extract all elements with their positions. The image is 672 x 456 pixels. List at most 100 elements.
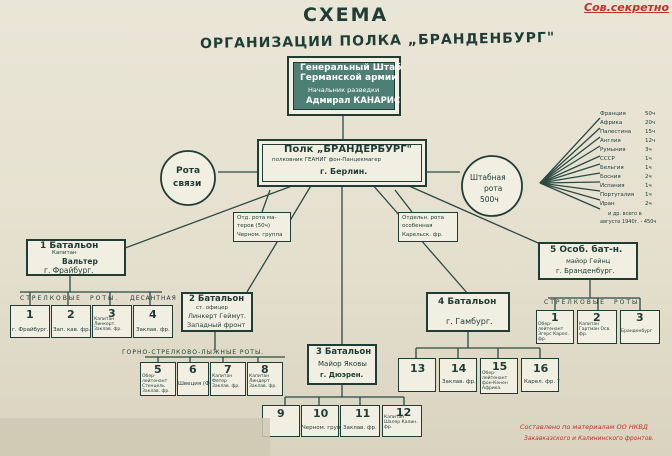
company-1-number: 1 <box>26 308 34 321</box>
battalion-2-rank: ст. офицер <box>196 305 228 311</box>
company-12-text: Капитан Шалер Калин. фр. <box>384 415 418 430</box>
battalion-5-city: г. Бранденбург. <box>556 267 615 275</box>
battalion-1-companies-label: РОТЫ. <box>90 295 120 302</box>
b5-company-2-number: 2 <box>593 311 601 324</box>
battalion-3-name: Майор Яковы <box>318 360 367 368</box>
country-row: Англия <box>600 138 621 144</box>
battalion-2-title: 2 Батальон <box>189 294 245 304</box>
general-staff-inner <box>293 62 395 110</box>
regiment-line1: Полк „БРАНДЕРБУРГ" <box>284 144 412 155</box>
battalion-5-box <box>538 242 638 280</box>
company-11-number: 11 <box>355 407 371 420</box>
company-5-number: 5 <box>154 363 162 376</box>
regiment-line3: г. Берлин. <box>320 167 368 176</box>
company-13-number: 13 <box>410 362 426 375</box>
company-8-text: Капитан Линдерт Заклав. фр. <box>249 374 277 389</box>
b5-company-3-number: 3 <box>636 311 644 324</box>
company-16-number: 16 <box>533 362 549 375</box>
company-14-box <box>439 358 477 392</box>
b5-company-3-text: Бранденбург <box>621 329 653 334</box>
line-regiment-to-battalion-5 <box>399 181 546 247</box>
source-note-line1: Составлено по материалам ОО НКВД <box>520 423 648 431</box>
company-8-box <box>247 362 283 396</box>
company-4-number: 4 <box>149 308 157 321</box>
battalion-2-box <box>181 292 253 332</box>
battalion-1-rifle-label: СТРЕЛКОВЫЕ <box>20 295 82 302</box>
staff-company-line1: Штабная <box>470 173 506 182</box>
general-staff-box <box>287 56 401 116</box>
detached-company-2-box <box>398 212 458 242</box>
battalion-5-title: 5 Особ. бат-н. <box>550 245 623 255</box>
detached-company-1-line2: теров (50ч) <box>237 223 270 229</box>
battalion-3-title: 3 Батальон <box>316 347 372 357</box>
b5-company-2-box <box>577 310 617 344</box>
company-2-box <box>51 305 91 338</box>
staff-company-circle <box>461 155 523 217</box>
b5-company-3-box <box>620 310 660 344</box>
battalion-5-companies-label: РОТЫ. <box>614 299 644 306</box>
company-3-number: 3 <box>108 307 116 320</box>
company-7-number: 7 <box>224 363 232 376</box>
company-10-number: 10 <box>313 407 329 420</box>
battalion-1-name: Вальтер <box>62 257 98 266</box>
staff-company-line2: рота <box>484 184 503 193</box>
source-note-line2: Закавказского и Калининского фронтов. <box>524 435 654 442</box>
battalion-1-landing-label: ДЕСАНТНАЯ <box>130 295 177 302</box>
detached-company-2-line3: Карельск. фр. <box>402 232 443 238</box>
b5-company-1-box <box>536 310 574 344</box>
country-row: СССР <box>600 156 615 162</box>
mountain-companies-label: ГОРНО-СТРЕЛКОВО-ЛЫЖНЫЕ РОТЫ. <box>122 349 265 356</box>
signal-company-circle <box>160 150 216 206</box>
company-11-text: Заклав. фр. <box>343 425 377 431</box>
general-staff-line3: Начальник разведки <box>308 86 380 94</box>
company-15-number: 15 <box>492 360 508 373</box>
company-13-box <box>398 358 436 392</box>
secrecy-stamp: Сов.секретно <box>584 1 670 14</box>
country-row: Румыния <box>600 147 626 153</box>
country-row: Бельгия <box>600 165 624 171</box>
company-7-box <box>210 362 246 396</box>
company-2-number: 2 <box>67 308 75 321</box>
battalion-5-name: майор Гейнц <box>566 257 611 265</box>
country-row: Испания <box>600 183 625 189</box>
company-4-text: Заклав. фр. <box>136 327 170 333</box>
company-15-text: Обер-лейтенант фон-Кенен Африка. <box>482 371 508 391</box>
company-12-box <box>382 405 422 437</box>
country-row: Босния <box>600 174 621 180</box>
battalion-2-front: Западный фронт <box>187 321 246 329</box>
country-row: Африка <box>600 120 623 126</box>
signal-company-line1: Рота <box>176 166 201 176</box>
company-14-number: 14 <box>451 362 467 375</box>
company-12-number: 12 <box>396 406 412 419</box>
company-10-box <box>301 405 339 437</box>
company-6-box <box>177 362 209 396</box>
company-1-box <box>10 305 50 338</box>
b5-company-1-number: 1 <box>551 311 559 324</box>
detached-company-2-line1: Отдельн. рота <box>402 215 444 221</box>
company-1-text: г. Фрайбург. <box>12 327 49 333</box>
battalion-1-rank: Капитан <box>52 250 77 256</box>
regiment-box <box>257 139 427 187</box>
company-5-text: Обер-лейтенант Стенцель Заклав. фр. <box>142 374 170 394</box>
detached-company-1-box <box>233 212 291 242</box>
battalion-1-box <box>26 239 126 276</box>
general-staff-line4: Адмирал КАНАРИС <box>306 96 401 106</box>
signal-company-line2: связи <box>173 179 202 189</box>
company-6-number: 6 <box>189 363 197 376</box>
detached-company-1-line1: Отд. рота ма- <box>237 215 277 221</box>
diagram-title: СХЕМА <box>303 4 389 26</box>
staff-company-line3: 500ч <box>480 195 499 204</box>
battalion-4-city: г. Гамбург. <box>446 317 493 326</box>
battalion-5-rifle-label: СТРЕЛКОВЫЕ <box>544 299 606 306</box>
line-to-detached-1 <box>261 189 271 213</box>
company-3-text: Капитан Линкерт. Заклав. фр. <box>94 317 122 332</box>
regiment-line2: полковник ГЕАНИГ фон-Панцекмагер <box>272 157 382 163</box>
company-5-box <box>140 362 176 396</box>
country-row: Франция <box>600 111 626 117</box>
company-4-box <box>133 305 173 338</box>
company-10-text: Черном. груп. <box>302 425 343 431</box>
battalion-4-title: 4 Батальон <box>438 297 497 307</box>
battalion-1-title: 1 Батальон <box>40 241 99 251</box>
general-staff-line1: Генеральный Штаб <box>300 63 402 73</box>
b5-company-2-text: Капитан Гартман Осв. фр. <box>579 322 611 337</box>
